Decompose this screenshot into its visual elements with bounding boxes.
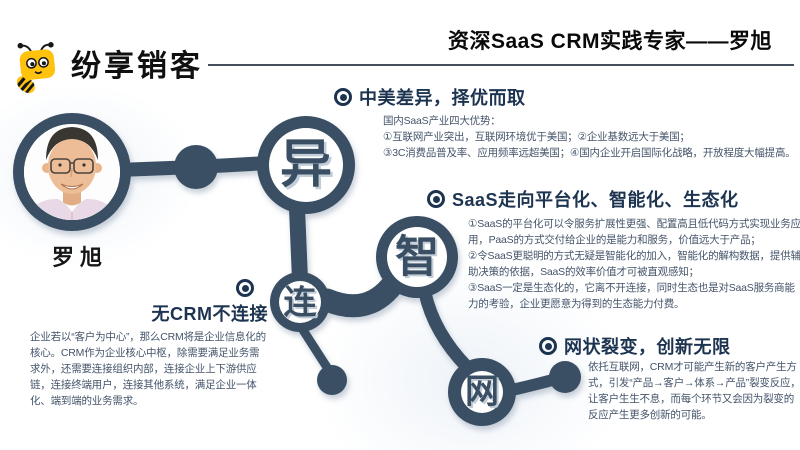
section-body: 企业若以“客户为中心”，那么CRM将是企业信息化的核心。CRM作为企业核心中枢，… [30, 331, 266, 407]
node-connect-circle: 连 连 [270, 272, 330, 332]
node-char-shadow: 异 [282, 139, 334, 197]
section-network-fission: 网状裂变，创新无限 依托互联网，CRM才可能产生新的客户产生方式，引发“产品→客… [539, 333, 800, 421]
section-heading: SaaS走向平台化、智能化、生态化 [452, 190, 739, 210]
connector-ball [317, 365, 347, 395]
section-body: ①SaaS的平台化可以令服务扩展性更强、配置高且低代码方式实现业务应用，PaaS… [468, 218, 800, 310]
connector-ball [174, 145, 218, 189]
section-saas-trends: SaaS走向平台化、智能化、生态化 ①SaaS的平台化可以令服务扩展性更强、配置… [427, 186, 800, 310]
node-char-shadow: 智 [397, 235, 441, 284]
portrait-ring [13, 113, 131, 231]
section-heading: 中美差异，择优而取 [359, 88, 526, 108]
node-char: 异 [280, 136, 332, 194]
brand-logo: 纷享销客 [12, 40, 203, 94]
brand-name: 纷享销客 [71, 50, 203, 83]
node-network-circle: 网 网 [448, 358, 516, 426]
target-bullet-icon [539, 337, 557, 355]
portrait-photo [24, 124, 120, 220]
connector-ball [549, 361, 581, 393]
target-bullet-icon [236, 279, 254, 297]
node-difference-circle: 异 异 [257, 116, 355, 214]
section-heading: 网状裂变，创新无限 [564, 337, 731, 357]
node-char-shadow: 网 [467, 375, 501, 413]
page-title: 资深SaaS CRM实践专家——罗旭 [447, 30, 772, 53]
section-heading: 无CRM不连接 [151, 304, 268, 324]
bee-logo-icon [15, 42, 56, 94]
section-no-crm-no-connect: 无CRM不连接 企业若以“客户为中心”，那么CRM将是企业信息化的核心。CRM作… [30, 277, 268, 407]
section-china-us-difference: 中美差异，择优而取 国内SaaS产业四大优势： ①互联网产业突出，互联网环境优于… [334, 84, 796, 159]
section-body: 依托互联网，CRM才可能产生新的客户产生方式，引发“产品→客户→体系→产品”裂变… [588, 361, 800, 421]
target-bullet-icon [334, 88, 352, 106]
title-divider [208, 64, 794, 66]
target-bullet-icon [427, 190, 445, 208]
node-smart-circle: 智 智 [376, 216, 458, 298]
section-body: 国内SaaS产业四大优势： ①互联网产业突出，互联网环境优于美国；②企业基数远大… [383, 115, 796, 159]
node-char-shadow: 连 [286, 286, 320, 323]
node-char: 网 [465, 373, 499, 411]
node-char: 连 [284, 284, 318, 321]
node-char: 智 [395, 233, 439, 282]
speaker-name: 罗旭 [52, 245, 109, 270]
